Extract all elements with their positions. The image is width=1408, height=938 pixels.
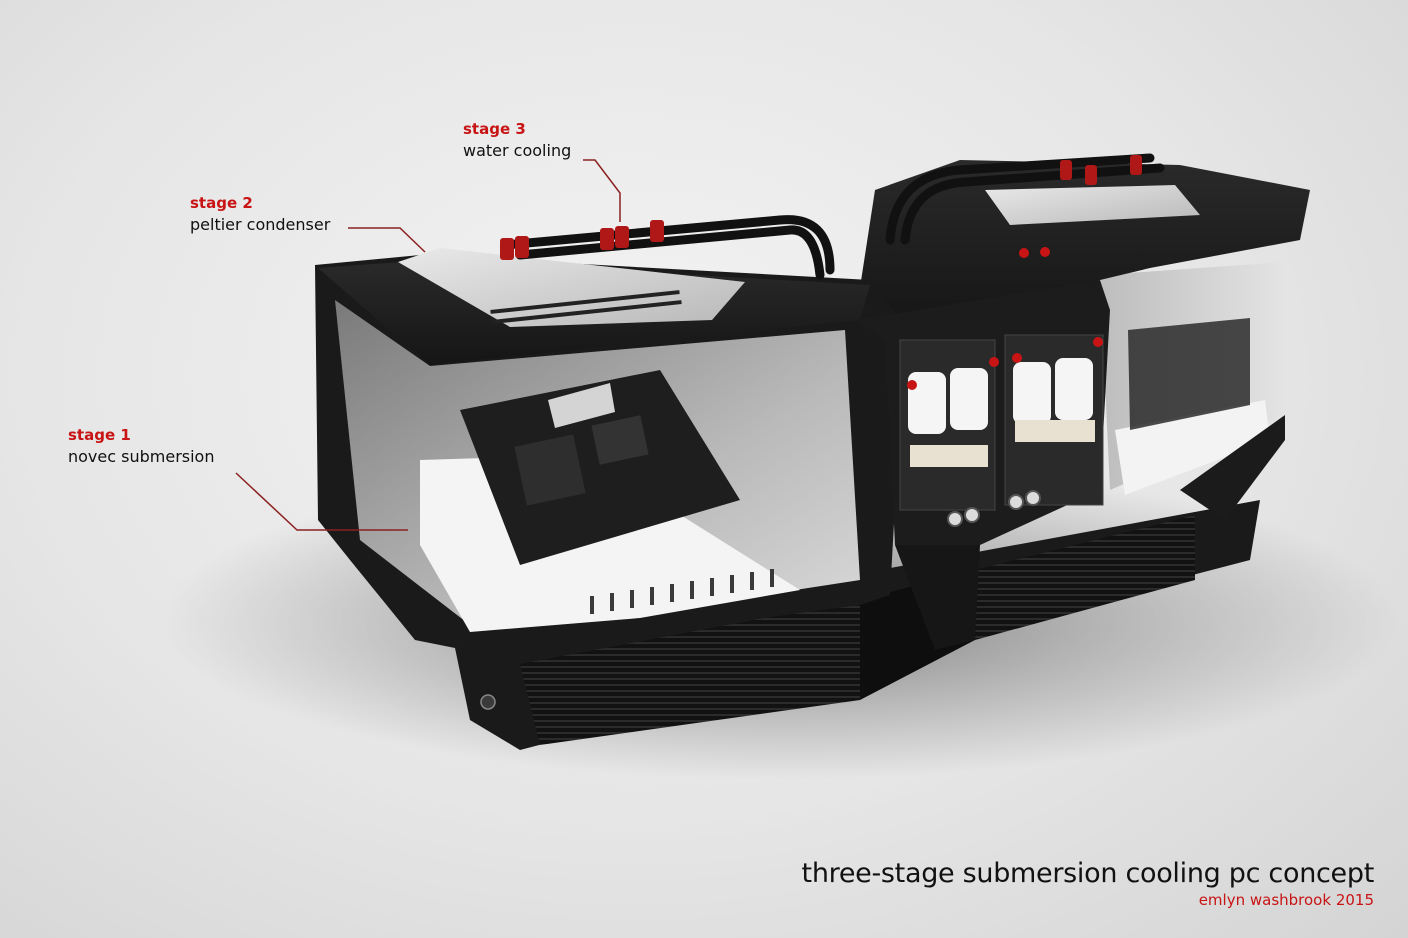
callout-stage-3: stage 3 water cooling xyxy=(463,118,571,162)
tube-fittings xyxy=(500,155,1142,260)
stage-2-description: peltier condenser xyxy=(190,215,331,234)
leader-line-stage1 xyxy=(235,472,408,531)
right-chamber xyxy=(1100,262,1285,520)
caption-credit: emlyn washbrook 2015 xyxy=(1198,891,1374,909)
caption: three-stage submersion cooling pc concep… xyxy=(801,858,1375,909)
stage-2-label: stage 2 xyxy=(190,194,253,212)
leader-lines xyxy=(235,159,621,531)
control-panel xyxy=(855,247,1110,650)
stage-1-description: novec submersion xyxy=(68,447,215,466)
peltier-plate xyxy=(398,248,745,327)
water-cooling-tubes xyxy=(500,153,1165,280)
leader-line-stage2 xyxy=(348,227,426,253)
callout-stage-2: stage 2 peltier condenser xyxy=(190,192,330,236)
bottom-grille xyxy=(455,500,1260,750)
caption-title: three-stage submersion cooling pc concep… xyxy=(801,858,1375,889)
leader-line-stage3 xyxy=(583,159,621,222)
stage-3-label: stage 3 xyxy=(463,120,526,138)
stage-1-label: stage 1 xyxy=(68,426,131,444)
motherboard xyxy=(460,370,740,565)
callout-stage-1: stage 1 novec submersion xyxy=(68,424,214,468)
right-top-deck xyxy=(855,160,1310,330)
stage-3-description: water cooling xyxy=(463,141,572,160)
